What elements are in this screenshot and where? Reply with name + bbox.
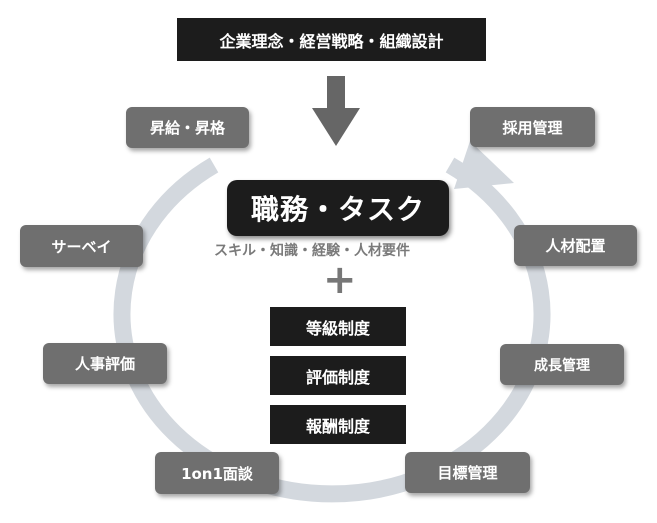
down-arrow-shaft	[327, 76, 345, 110]
cycle-ring	[113, 157, 551, 503]
cycle-item-goals: 目標管理	[405, 452, 530, 493]
cycle-item-promotion: 昇給・昇格	[126, 107, 249, 148]
down-arrow-head	[312, 108, 360, 146]
cycle-arrowhead	[454, 141, 514, 189]
system-compensation-box: 報酬制度	[270, 405, 406, 444]
plus-sign: +	[323, 257, 357, 303]
cycle-item-one-on-one: 1on1面談	[155, 452, 279, 494]
core-title-box: 職務・タスク	[227, 180, 449, 236]
top-label-box: 企業理念・経営戦略・組織設計	[177, 18, 486, 61]
cycle-item-survey: サーベイ	[20, 225, 143, 267]
cycle-item-placement: 人材配置	[514, 225, 637, 266]
system-evaluation-box: 評価制度	[270, 356, 406, 395]
system-grade-box: 等級制度	[270, 307, 406, 346]
cycle-item-hiring: 採用管理	[470, 107, 595, 147]
cycle-item-growth: 成長管理	[500, 344, 624, 385]
core-subtitle: スキル・知識・経験・人材要件	[214, 243, 410, 259]
cycle-item-evaluation: 人事評価	[43, 343, 167, 384]
